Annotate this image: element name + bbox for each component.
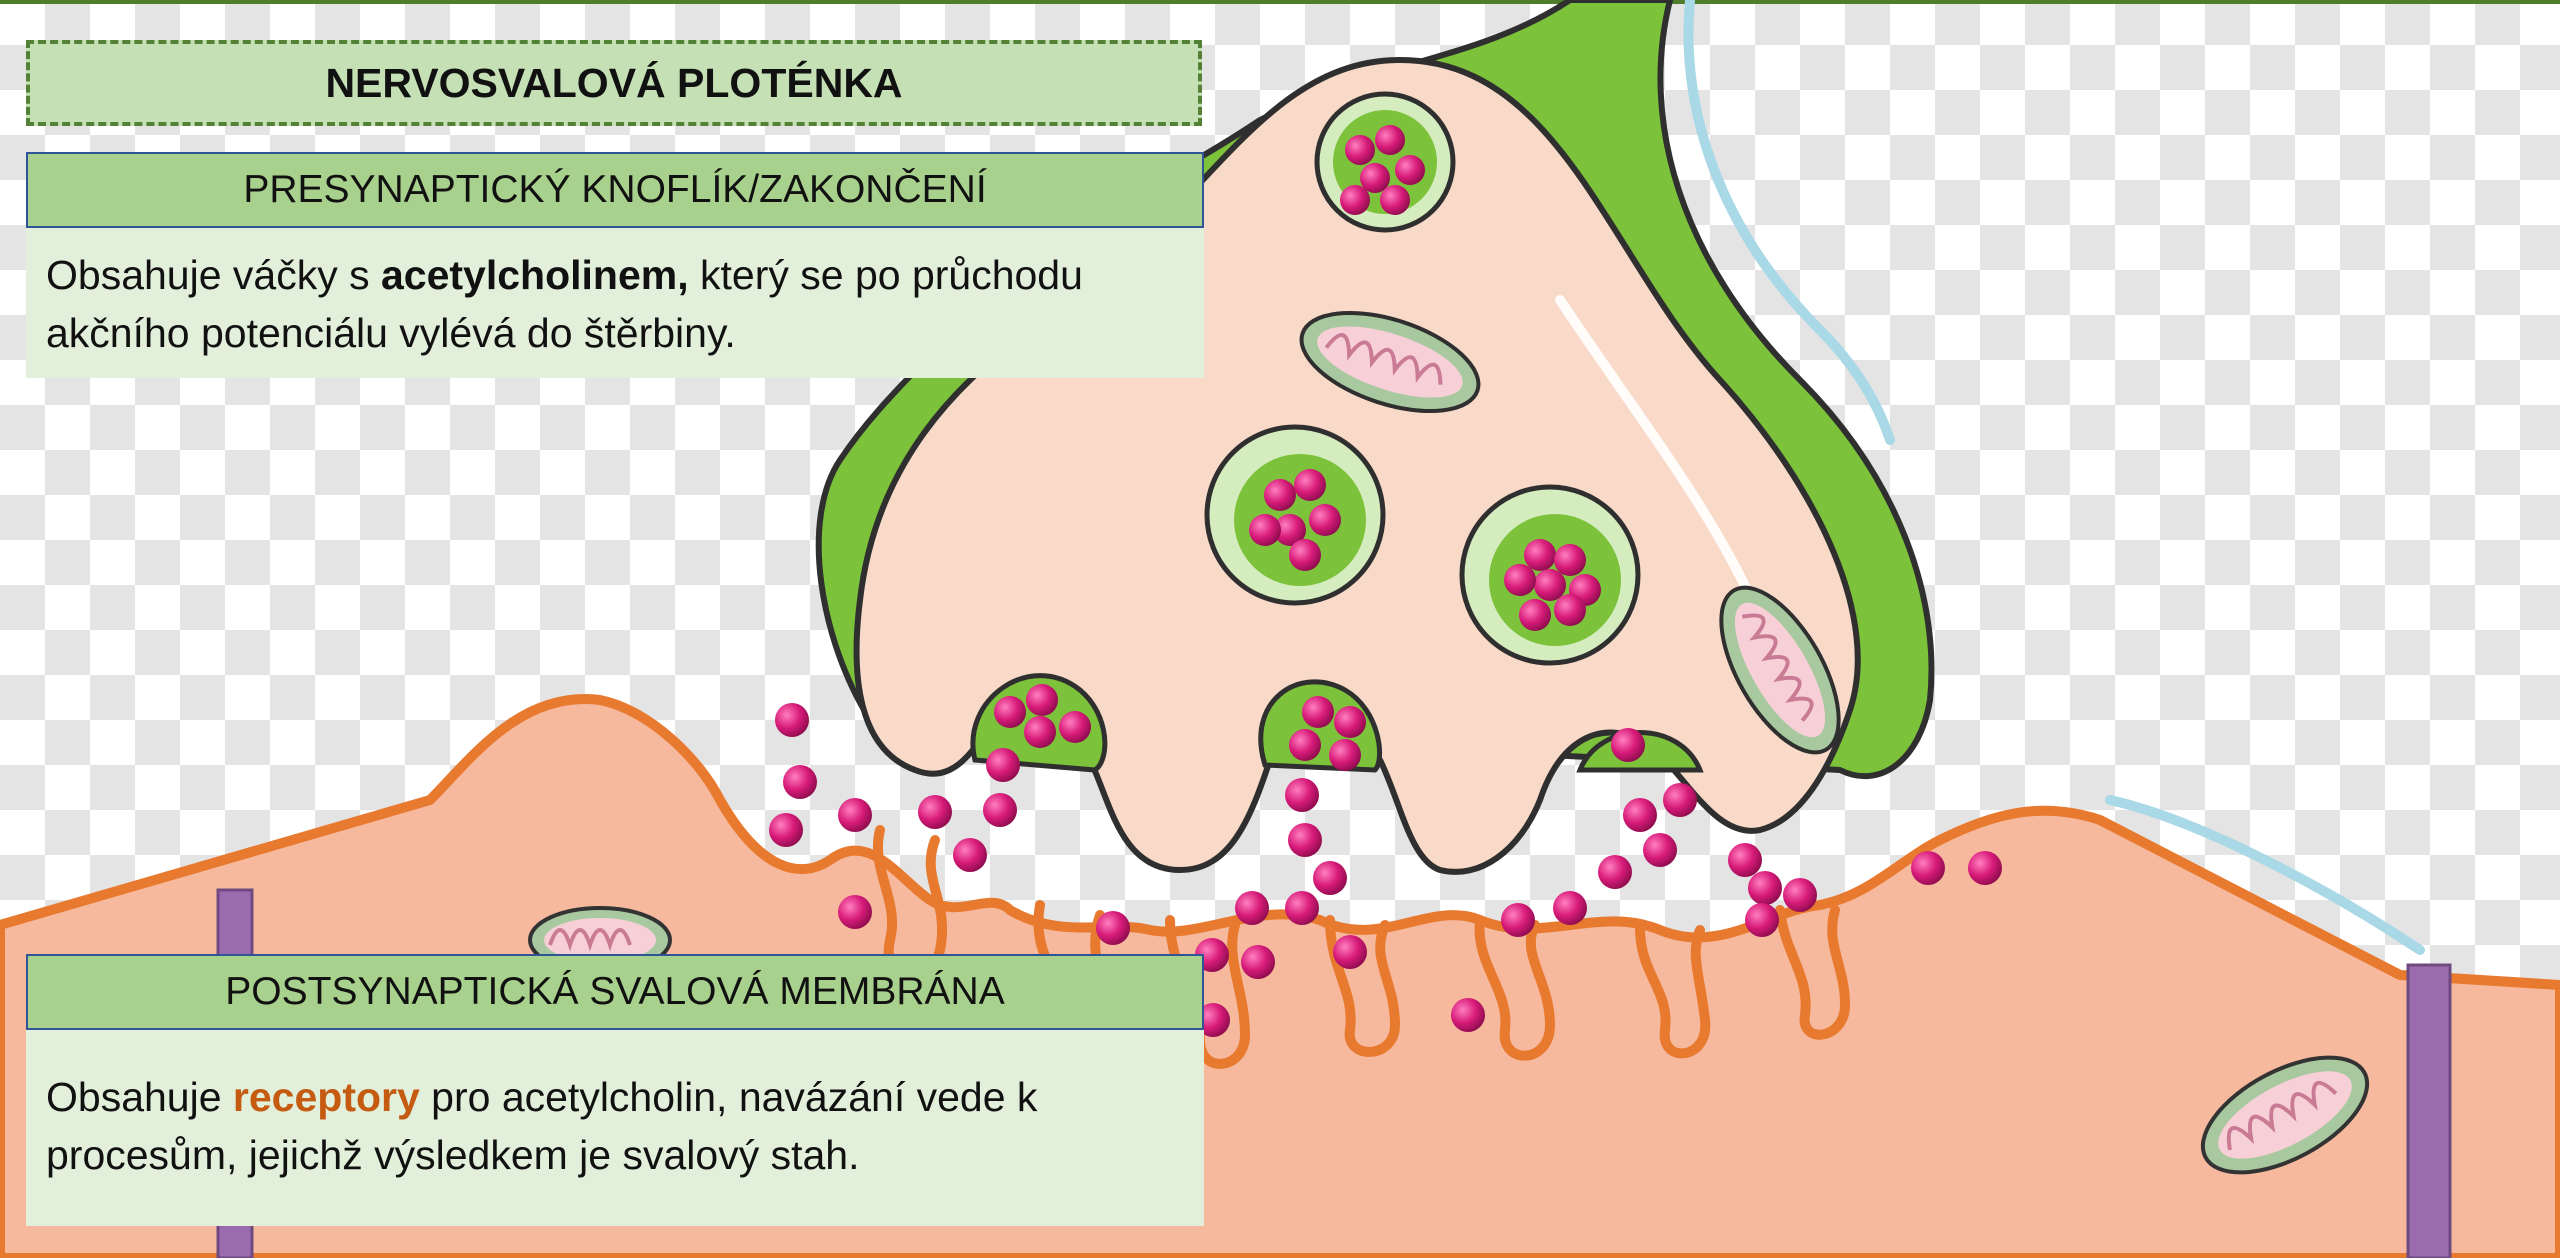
presynaptic-description: Obsahuje váčky s acetylcholinem, který s… — [26, 228, 1204, 378]
muscle-cell-border-right — [2408, 965, 2450, 1258]
synaptic-vesicle — [1317, 94, 1453, 230]
presynaptic-text-before: Obsahuje váčky s — [46, 252, 381, 298]
page-title: NERVOSVALOVÁ PLOTÉNKA — [26, 40, 1202, 126]
postsynaptic-text-before: Obsahuje — [46, 1074, 233, 1120]
postsynaptic-heading: POSTSYNAPTICKÁ SVALOVÁ MEMBRÁNA — [26, 954, 1204, 1030]
presynaptic-heading: PRESYNAPTICKÝ KNOFLÍK/ZAKONČENÍ — [26, 152, 1204, 228]
presynaptic-text-bold: acetylcholinem, — [381, 252, 689, 298]
postsynaptic-description: Obsahuje receptory pro acetylcholin, nav… — [26, 1030, 1204, 1226]
synaptic-vesicle — [1207, 427, 1383, 603]
postsynaptic-text-accent: receptory — [233, 1074, 420, 1120]
synaptic-vesicle — [1462, 487, 1638, 663]
